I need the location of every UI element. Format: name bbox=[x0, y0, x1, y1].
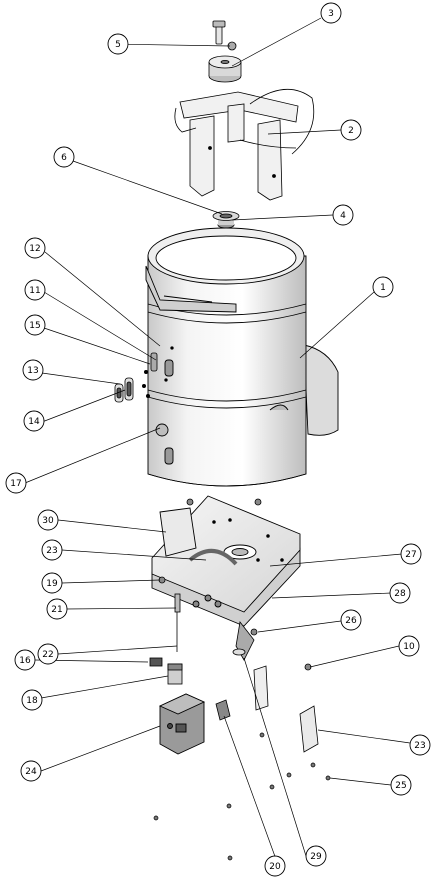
leader-lines bbox=[24, 17, 411, 863]
callout-29: 29 bbox=[305, 845, 327, 867]
callout-label-21: 21 bbox=[51, 605, 62, 615]
callout-label-20: 20 bbox=[269, 862, 281, 872]
callout-label-10: 10 bbox=[403, 642, 415, 652]
loose-screws bbox=[153, 732, 331, 861]
callout-label-11: 11 bbox=[29, 286, 40, 296]
callout-13: 13 bbox=[22, 359, 44, 381]
callout-label-30: 30 bbox=[42, 516, 54, 526]
callout-14: 14 bbox=[23, 410, 45, 432]
callout-label-1: 1 bbox=[380, 283, 386, 293]
callout-label-2: 2 bbox=[348, 126, 354, 136]
callout-23a: 23 bbox=[41, 539, 63, 561]
callout-label-23a: 23 bbox=[46, 546, 57, 556]
lower-hardware bbox=[158, 576, 312, 671]
callout-30: 30 bbox=[37, 509, 59, 531]
mounting-bracket bbox=[174, 88, 315, 201]
callout-28: 28 bbox=[389, 582, 411, 604]
clip-part-20 bbox=[215, 699, 231, 721]
callout-label-19: 19 bbox=[46, 579, 58, 589]
callout-19: 19 bbox=[41, 572, 63, 594]
callout-18: 18 bbox=[21, 689, 43, 711]
callouts: 3 5 2 6 4 12 1 11 15 13 14 17 30 23 27 1… bbox=[5, 2, 431, 877]
screws-below-drum bbox=[186, 498, 262, 506]
callout-23b: 23 bbox=[409, 734, 431, 756]
callout-label-12: 12 bbox=[29, 244, 40, 254]
callout-10: 10 bbox=[398, 635, 420, 657]
callout-25: 25 bbox=[390, 774, 412, 796]
callout-15: 15 bbox=[24, 314, 46, 336]
callout-24: 24 bbox=[20, 760, 42, 782]
callout-label-29: 29 bbox=[310, 852, 322, 862]
callout-label-25: 25 bbox=[395, 781, 406, 791]
callout-label-28: 28 bbox=[394, 589, 406, 599]
callout-12: 12 bbox=[24, 237, 46, 259]
callout-label-16: 16 bbox=[19, 656, 31, 666]
cap-part bbox=[208, 55, 242, 83]
callout-6: 6 bbox=[53, 146, 75, 168]
callout-21: 21 bbox=[46, 598, 68, 620]
callout-26: 26 bbox=[340, 609, 362, 631]
knob-screw bbox=[212, 20, 237, 51]
callout-label-27: 27 bbox=[405, 550, 416, 560]
callout-label-26: 26 bbox=[345, 616, 357, 626]
callout-3: 3 bbox=[320, 2, 342, 24]
callout-16: 16 bbox=[14, 649, 36, 671]
callout-17: 17 bbox=[5, 472, 27, 494]
bushing-part bbox=[212, 211, 240, 229]
callout-27: 27 bbox=[400, 543, 422, 565]
callout-1: 1 bbox=[372, 276, 394, 298]
callout-2: 2 bbox=[340, 119, 362, 141]
callout-label-24: 24 bbox=[25, 767, 37, 777]
callout-label-5: 5 bbox=[115, 40, 121, 50]
callout-11: 11 bbox=[24, 279, 46, 301]
callout-label-15: 15 bbox=[29, 321, 40, 331]
drum-body bbox=[145, 227, 339, 487]
callout-label-6: 6 bbox=[61, 153, 67, 163]
callout-label-4: 4 bbox=[340, 211, 346, 221]
callout-4: 4 bbox=[332, 204, 354, 226]
base-plate-assembly bbox=[151, 495, 301, 627]
standoffs bbox=[253, 665, 319, 753]
callout-label-17: 17 bbox=[10, 479, 21, 489]
switch-parts bbox=[149, 657, 183, 685]
motor-assembly bbox=[158, 693, 206, 755]
callout-label-3: 3 bbox=[328, 9, 334, 19]
callout-label-23b: 23 bbox=[414, 741, 425, 751]
callout-5: 5 bbox=[107, 33, 129, 55]
callout-label-18: 18 bbox=[26, 696, 38, 706]
callout-22: 22 bbox=[37, 643, 59, 665]
callout-label-14: 14 bbox=[28, 417, 40, 427]
callout-20: 20 bbox=[264, 855, 286, 877]
callout-label-22: 22 bbox=[42, 650, 53, 660]
callout-label-13: 13 bbox=[27, 366, 38, 376]
